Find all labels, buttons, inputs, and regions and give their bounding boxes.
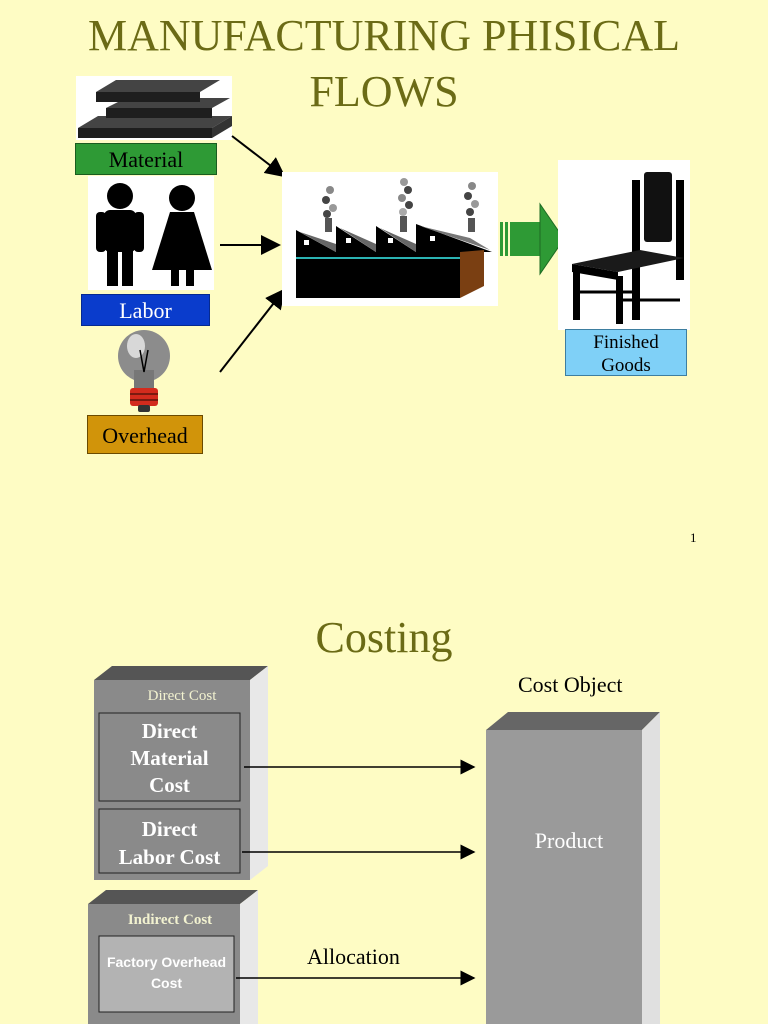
indirect-cost-heading: Indirect Cost [127,912,213,928]
labor-label: Labor [81,294,210,326]
material-label: Material [75,143,217,175]
slide-number: 1 [690,530,697,545]
direct-material-line3: Cost [149,773,190,797]
chair-icon [558,160,690,330]
direct-material-line1: Direct [141,719,198,743]
labor-people-icon [88,176,214,290]
finished-goods-line1: Finished [593,332,659,353]
overhead-arrow [219,288,286,373]
factory-overhead-line1: Factory Overhead [106,954,227,970]
direct-labor-cost: Direct Labor Cost [99,815,240,871]
finished-goods-line2: Goods [601,355,651,376]
light-bulb-icon [118,330,170,412]
factory-overhead-cost: Factory Overhead Cost [99,952,234,994]
direct-labor-line1: Direct [141,817,198,841]
overhead-label: Overhead [87,415,203,454]
slide1-title-line1: MANUFACTURING PHISICAL [87,11,680,60]
material-arrow [231,135,286,178]
material-sheets-icon [76,76,232,140]
direct-material-line2: Material [130,746,209,770]
direct-material-cost: Direct Material Cost [99,718,240,799]
direct-labor-line2: Labor Cost [118,845,221,869]
product-label: Product [534,828,604,853]
indirect-cost-box [88,890,258,1024]
finished-goods-label: Finished Goods [565,329,687,376]
slide1-title-line2: FLOWS [309,67,459,116]
direct-cost-heading: Direct Cost [147,688,217,704]
factory-overhead-line2: Cost [150,975,183,991]
slide1-title: MANUFACTURING PHISICAL FLOWS [0,8,768,120]
output-arrow-icon [500,202,565,276]
factory-icon [282,172,498,306]
product-box [486,712,660,1024]
direct-cost-box [94,666,268,880]
cost-object-label: Cost Object [518,672,623,697]
allocation-label: Allocation [307,944,400,969]
slide2-title: Costing [315,613,453,662]
